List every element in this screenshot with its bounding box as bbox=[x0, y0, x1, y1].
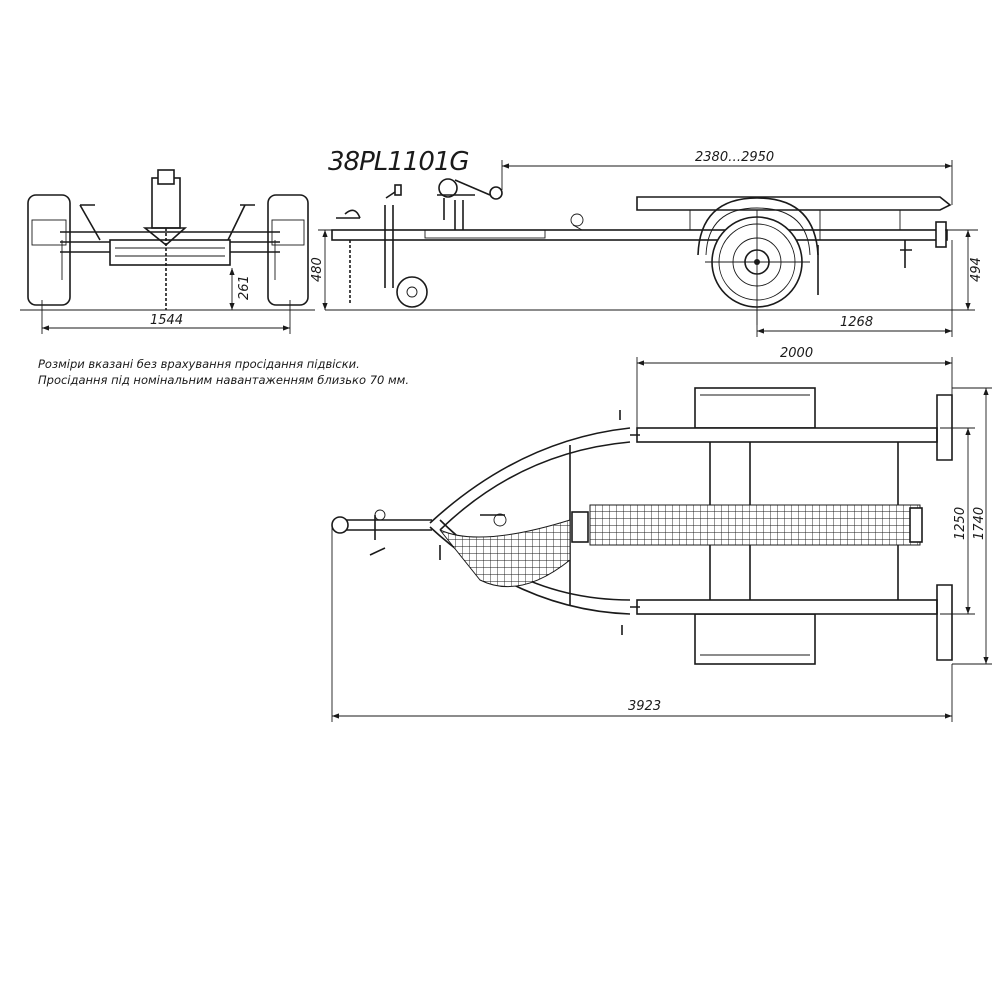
right-wheel bbox=[267, 194, 309, 306]
dim-rail-spacing: 1250 bbox=[953, 507, 968, 540]
left-wheel bbox=[27, 194, 71, 306]
dim-hitch-height: 480 bbox=[310, 257, 325, 282]
axle-box bbox=[109, 239, 231, 266]
top-fender-upper bbox=[694, 387, 816, 429]
note-line-1: Розміри вказані без врахування просіданн… bbox=[38, 357, 360, 371]
frame-beam bbox=[331, 229, 948, 241]
jockey-wheel bbox=[396, 276, 428, 308]
deck-rail bbox=[636, 196, 952, 211]
dim-overall-width: 1740 bbox=[972, 507, 987, 540]
dim-top-deck-length: 2000 bbox=[780, 346, 813, 361]
dim-rear-height: 494 bbox=[969, 257, 984, 282]
drawing-title: 38PL1101G bbox=[328, 147, 469, 177]
note-line-2: Просідання під номінальним навантаженням… bbox=[38, 373, 409, 387]
top-rail-upper bbox=[636, 427, 938, 443]
side-view: 38PL1101G bbox=[310, 147, 984, 337]
top-view: 2000 1250 1740 3923 bbox=[331, 346, 992, 722]
mesh-walkway bbox=[589, 504, 921, 546]
dim-front-width: 1544 bbox=[150, 313, 183, 328]
dim-axle-to-rear: 1268 bbox=[840, 315, 873, 330]
dim-overall-length: 3923 bbox=[628, 699, 661, 714]
winch-post bbox=[151, 177, 181, 229]
dim-deck-length: 2380…2950 bbox=[695, 150, 774, 165]
top-fender-lower bbox=[694, 613, 816, 665]
dim-front-frame-height: 261 bbox=[237, 275, 252, 300]
top-rail-lower bbox=[636, 599, 938, 615]
front-view: 1544 261 bbox=[20, 169, 315, 334]
